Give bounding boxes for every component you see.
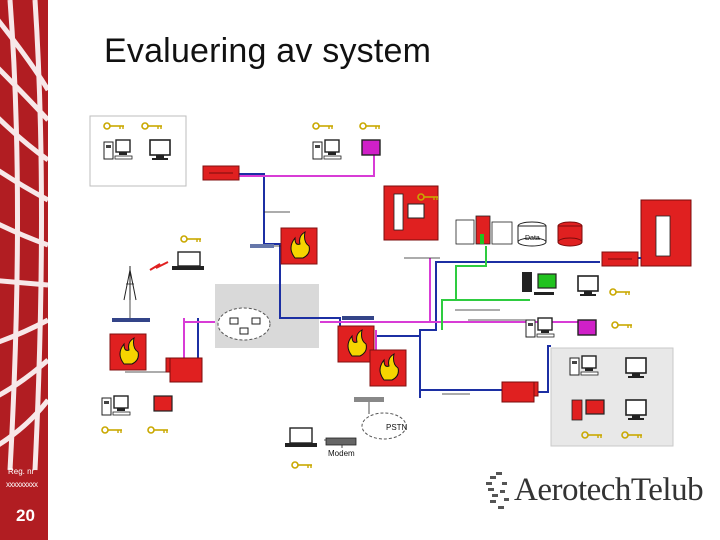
pstn-label: PSTN (386, 423, 408, 432)
key-icon (611, 321, 633, 329)
firewall-icon (109, 333, 147, 371)
server-rack-icon (455, 215, 513, 245)
red-tower-icon (571, 399, 583, 421)
hub-icon (342, 316, 374, 320)
key-icon (359, 122, 381, 130)
pstn-cloud-icon (361, 412, 407, 440)
thin-links (112, 211, 530, 448)
computer-green-icon (522, 272, 557, 295)
antenna-icon (123, 266, 137, 301)
green-links (441, 246, 530, 330)
monitor-red-icon (153, 395, 173, 412)
red-device (169, 357, 203, 383)
reg-label: Reg. nr (8, 467, 35, 476)
key-icon (609, 288, 631, 296)
hub-icon (250, 244, 274, 248)
modem-label: Modem (328, 449, 355, 458)
monitor-magenta-icon (577, 319, 597, 336)
firewall-icon (280, 227, 318, 265)
red-storage-icon (557, 221, 583, 247)
key-icon (180, 235, 202, 243)
sidebar-band (0, 0, 48, 540)
switch-icon (354, 397, 384, 402)
red-device (501, 381, 535, 403)
monitor-red-icon (585, 399, 605, 415)
key-icon (101, 426, 123, 434)
logo-text: AerotechTelub (514, 472, 704, 508)
key-icon (147, 426, 169, 434)
key-icon (312, 122, 334, 130)
network-cloud-icon (217, 307, 271, 341)
monitor-icon (577, 275, 599, 297)
computer-icon (103, 139, 133, 160)
page-number: 20 (16, 506, 35, 525)
key-icon (291, 461, 313, 469)
monitor-magenta-icon (361, 139, 381, 156)
computer-icon (101, 395, 131, 416)
slide-title: Evaluering av system (104, 32, 432, 70)
router-red (202, 165, 240, 181)
lightning-icon (149, 261, 169, 271)
base-station-icon (112, 318, 150, 322)
blue-links (197, 173, 641, 398)
firewall-icon (337, 325, 375, 363)
reg-number: xxxxxxxxx (6, 480, 38, 489)
aerotech-logo-icon (486, 472, 509, 509)
laptop-icon (177, 251, 201, 267)
data-label: Data (525, 235, 540, 242)
router-red (601, 251, 639, 267)
globe-decoration (0, 0, 48, 471)
firewall-icon (369, 349, 407, 387)
laptop-icon (289, 427, 313, 444)
computer-icon (569, 355, 599, 376)
computer-icon (312, 139, 342, 160)
computer-icon (525, 317, 555, 338)
data-storage-icon: Data (517, 221, 547, 247)
modem-icon (325, 437, 357, 446)
site-panel-bottom-right (550, 347, 674, 447)
